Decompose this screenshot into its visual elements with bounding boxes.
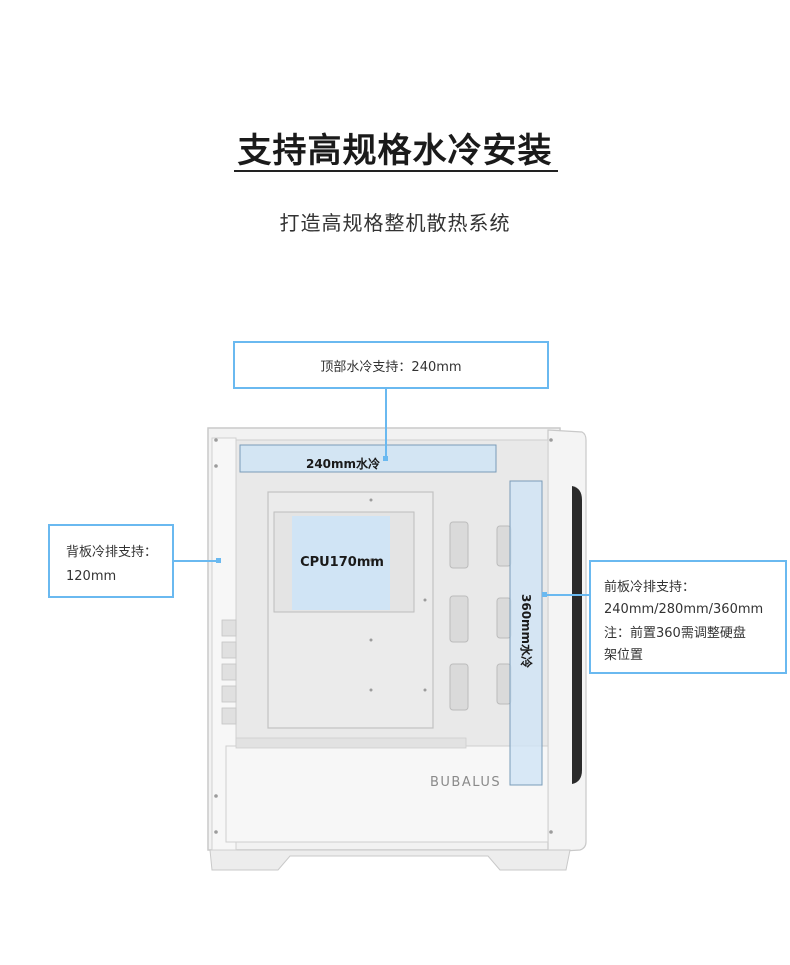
- case-feet: [209, 849, 571, 871]
- screw: [369, 498, 373, 502]
- top-callout-text: 顶部水冷支持：240mm: [320, 359, 462, 375]
- right-callout-line2: 240mm/280mm/360mm: [604, 602, 764, 617]
- screw: [369, 638, 373, 642]
- top-connector-line: [385, 389, 387, 459]
- front-radiator-highlight: [509, 480, 543, 786]
- cable-hole-6: [496, 663, 512, 705]
- brand-logo: BUBALUS: [430, 775, 501, 790]
- cpu-label: CPU170mm: [300, 555, 384, 570]
- right-callout-note2: 架位置: [604, 648, 644, 663]
- left-callout-line2: 120mm: [66, 569, 117, 584]
- cable-hole-5: [496, 597, 512, 639]
- right-connector-line: [545, 594, 589, 596]
- top-radiator-callout: 顶部水冷支持：240mm: [233, 341, 549, 389]
- front-radiator-callout: 前板冷排支持： 240mm/280mm/360mm 注：前置360需调整硬盘 架…: [589, 560, 787, 674]
- cable-hole-1: [449, 521, 469, 569]
- front-panel-vent: [572, 486, 582, 784]
- psu-shroud: [225, 745, 549, 843]
- left-callout-line1: 背板冷排支持：: [66, 545, 158, 560]
- screw: [214, 438, 218, 442]
- cpu-cooler-highlight: [292, 516, 390, 610]
- screw: [423, 688, 427, 692]
- title-underline: [234, 170, 558, 172]
- top-radiator-highlight: [239, 444, 497, 473]
- screw: [214, 830, 218, 834]
- screw: [549, 438, 553, 442]
- screw: [369, 688, 373, 692]
- screw: [214, 464, 218, 468]
- left-connector-dot: [216, 558, 221, 563]
- expansion-slot: [221, 707, 237, 725]
- cable-hole-3: [449, 663, 469, 711]
- page-title: 支持高规格水冷安装: [237, 131, 553, 171]
- screw: [214, 794, 218, 798]
- right-callout-note1: 注：前置360需调整硬盘: [604, 626, 746, 641]
- screw: [549, 830, 553, 834]
- rear-radiator-callout: 背板冷排支持： 120mm: [48, 524, 174, 598]
- psu-shroud-top: [235, 737, 467, 749]
- page-subtitle: 打造高规格整机散热系统: [279, 211, 511, 235]
- cable-hole-4: [496, 525, 512, 567]
- cable-hole-2: [449, 595, 469, 643]
- expansion-slot: [221, 663, 237, 681]
- screw: [423, 598, 427, 602]
- screw: [369, 558, 373, 562]
- front-radiator-label: 360mm水冷: [519, 594, 534, 668]
- expansion-slot: [221, 641, 237, 659]
- expansion-slot: [221, 619, 237, 637]
- right-connector-dot: [542, 592, 547, 597]
- left-connector-line: [174, 560, 220, 562]
- top-radiator-label: 240mm水冷: [306, 456, 380, 471]
- top-connector-dot: [383, 456, 388, 461]
- expansion-slot: [221, 685, 237, 703]
- right-callout-line1: 前板冷排支持：: [604, 580, 696, 595]
